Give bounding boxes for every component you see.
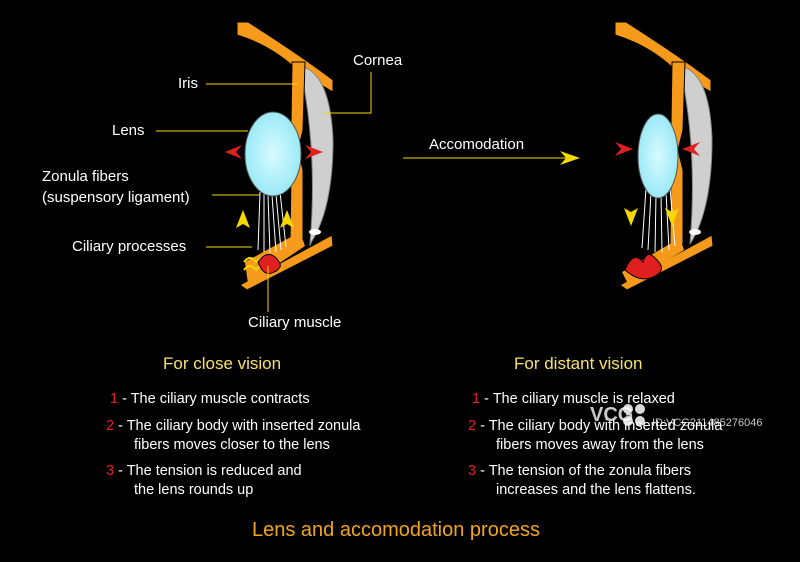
eye-close-vision	[156, 21, 372, 312]
step-text: - The ciliary muscle contracts	[122, 391, 310, 407]
step-text: - The tension of the zonula fibers	[480, 463, 692, 479]
step-text: - The ciliary body with inserted zonula	[118, 418, 361, 434]
step-number: 2	[468, 418, 477, 434]
step-text: - The ciliary muscle is relaxed	[484, 391, 675, 407]
yellow-arrow-up-left	[236, 210, 250, 228]
label-ciliary-muscle: Ciliary muscle	[248, 314, 342, 331]
step-text: fibers moves away from the lens	[496, 437, 704, 453]
distant-step-3: 3 - The tension of the zonula fibers inc…	[468, 462, 696, 500]
lens-shape	[244, 111, 302, 197]
heading-close-vision: For close vision	[163, 354, 282, 373]
distant-step-2: 2 - The ciliary body with inserted zonul…	[468, 417, 722, 455]
step-number: 2	[106, 418, 115, 434]
canal-dot-2	[689, 229, 701, 235]
close-step-3: 3 - The tension is reduced and the lens …	[106, 462, 302, 500]
red-arrow-right-2	[682, 142, 700, 156]
zonula-fibers	[257, 191, 287, 254]
label-zonula-fibers: Zonula fibers	[42, 168, 129, 185]
red-arrow-right	[305, 145, 323, 159]
close-step-2: 2 - The ciliary body with inserted zonul…	[106, 417, 360, 455]
leader-lines	[156, 72, 372, 312]
step-text: - The ciliary body with inserted zonula	[480, 418, 723, 434]
step-number: 3	[106, 463, 115, 479]
accomodation-arrow	[403, 151, 580, 165]
cornea-body-2	[679, 65, 713, 245]
label-ciliary-processes: Ciliary processes	[72, 238, 187, 255]
watermark-brand: VCG	[590, 404, 634, 426]
step-text: increases and the lens flattens.	[496, 482, 696, 498]
diagram-title: Lens and accomodation process	[252, 519, 540, 541]
eye-distant-vision	[614, 21, 714, 291]
step-text: fibers moves closer to the lens	[134, 437, 330, 453]
yellow-arrow-down-right	[665, 208, 679, 226]
lens-shape-2	[637, 113, 679, 199]
label-suspensory-ligament: (suspensory ligament)	[42, 189, 190, 206]
close-step-1: 1 - The ciliary muscle contracts	[110, 390, 310, 409]
watermark-logo	[623, 404, 645, 426]
yellow-arrow-down-left	[624, 208, 638, 226]
step-number: 1	[472, 391, 481, 407]
watermark-id: ID:VCG211485276046	[652, 417, 763, 429]
red-arrow-left-2	[615, 142, 633, 156]
label-iris: Iris	[178, 75, 198, 92]
step-text: - The tension is reduced and	[118, 463, 302, 479]
distant-step-1: 1 - The ciliary muscle is relaxed	[472, 390, 675, 409]
canal-dot	[309, 229, 321, 235]
step-text: the lens rounds up	[134, 482, 254, 498]
step-number: 3	[468, 463, 477, 479]
heading-distant-vision: For distant vision	[514, 354, 643, 373]
step-number: 1	[110, 391, 119, 407]
zonula-fibers-2	[641, 187, 676, 253]
label-lens: Lens	[112, 122, 145, 139]
label-accomodation: Accomodation	[429, 136, 525, 153]
ciliary-muscle-shape-2	[624, 254, 662, 280]
yellow-arrow-up-right	[280, 210, 294, 228]
sclera-lower	[239, 234, 334, 291]
cornea-body	[299, 65, 334, 246]
red-arrow-left	[225, 145, 242, 159]
label-cornea: Cornea	[353, 52, 403, 69]
ciliary-muscle-shape	[257, 254, 281, 275]
